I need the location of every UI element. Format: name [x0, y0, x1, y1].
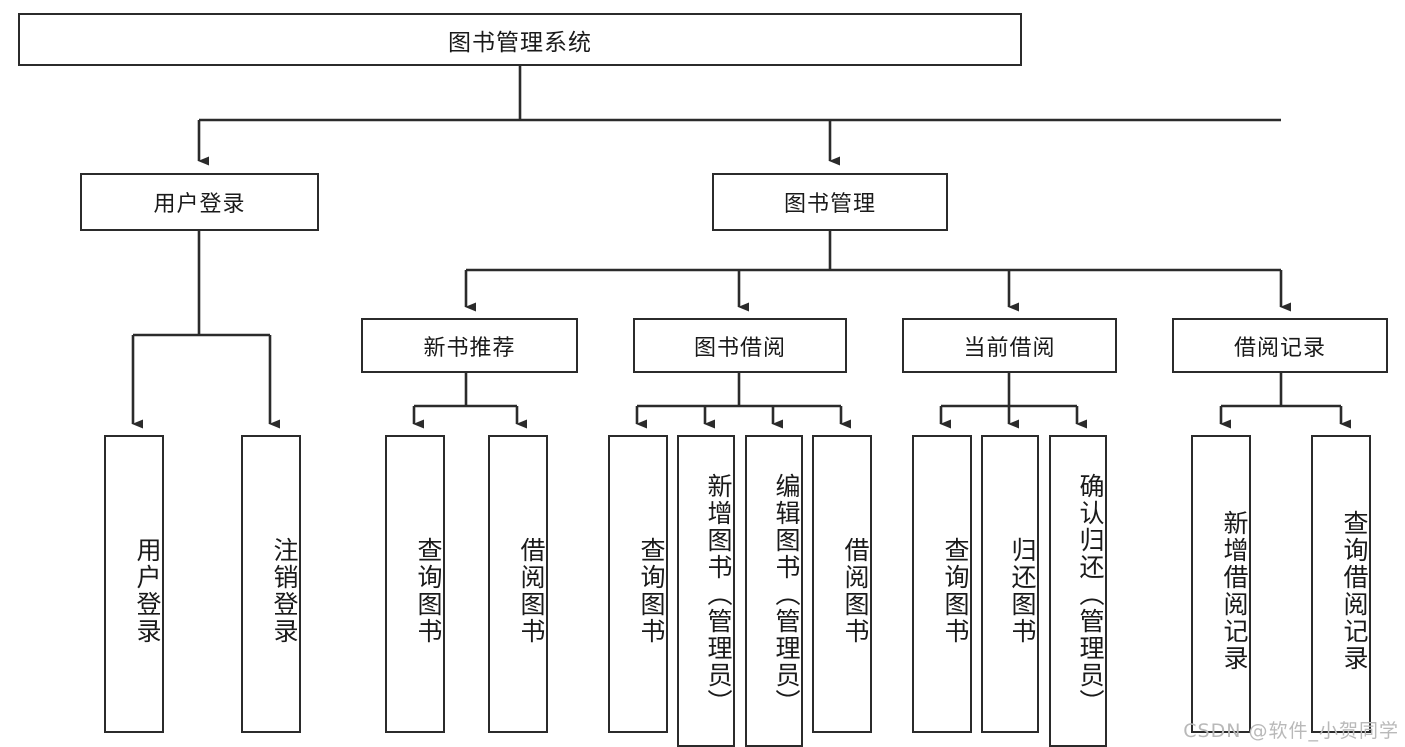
leaf-edit-book-admin[interactable]: 编辑图书（管理员） [745, 435, 803, 747]
node-user-login[interactable]: 用户登录 [80, 173, 319, 231]
leaf-user-login[interactable]: 用户登录 [104, 435, 164, 733]
node-new-book-recommend[interactable]: 新书推荐 [361, 318, 578, 373]
leaf-logout[interactable]: 注销登录 [241, 435, 301, 733]
leaf-return-book[interactable]: 归还图书 [981, 435, 1039, 733]
leaf-borrow-book[interactable]: 借阅图书 [812, 435, 872, 733]
node-book-borrow[interactable]: 图书借阅 [633, 318, 847, 373]
leaf-confirm-return-admin[interactable]: 确认归还（管理员） [1049, 435, 1107, 747]
leaf-borrow-book-recommend[interactable]: 借阅图书 [488, 435, 548, 733]
node-current-borrow[interactable]: 当前借阅 [902, 318, 1117, 373]
leaf-query-borrow-record[interactable]: 查询借阅记录 [1311, 435, 1371, 733]
leaf-add-borrow-record[interactable]: 新增借阅记录 [1191, 435, 1251, 733]
leaf-add-book-admin[interactable]: 新增图书（管理员） [677, 435, 735, 747]
watermark-label: CSDN @软件_小贺同学 [1183, 720, 1399, 742]
node-borrow-records[interactable]: 借阅记录 [1172, 318, 1388, 373]
leaf-query-book-recommend[interactable]: 查询图书 [385, 435, 445, 733]
leaf-query-book-current[interactable]: 查询图书 [912, 435, 972, 733]
node-root-library-system[interactable]: 图书管理系统 [18, 13, 1022, 66]
node-book-management[interactable]: 图书管理 [712, 173, 948, 231]
leaf-query-book-borrow[interactable]: 查询图书 [608, 435, 668, 733]
